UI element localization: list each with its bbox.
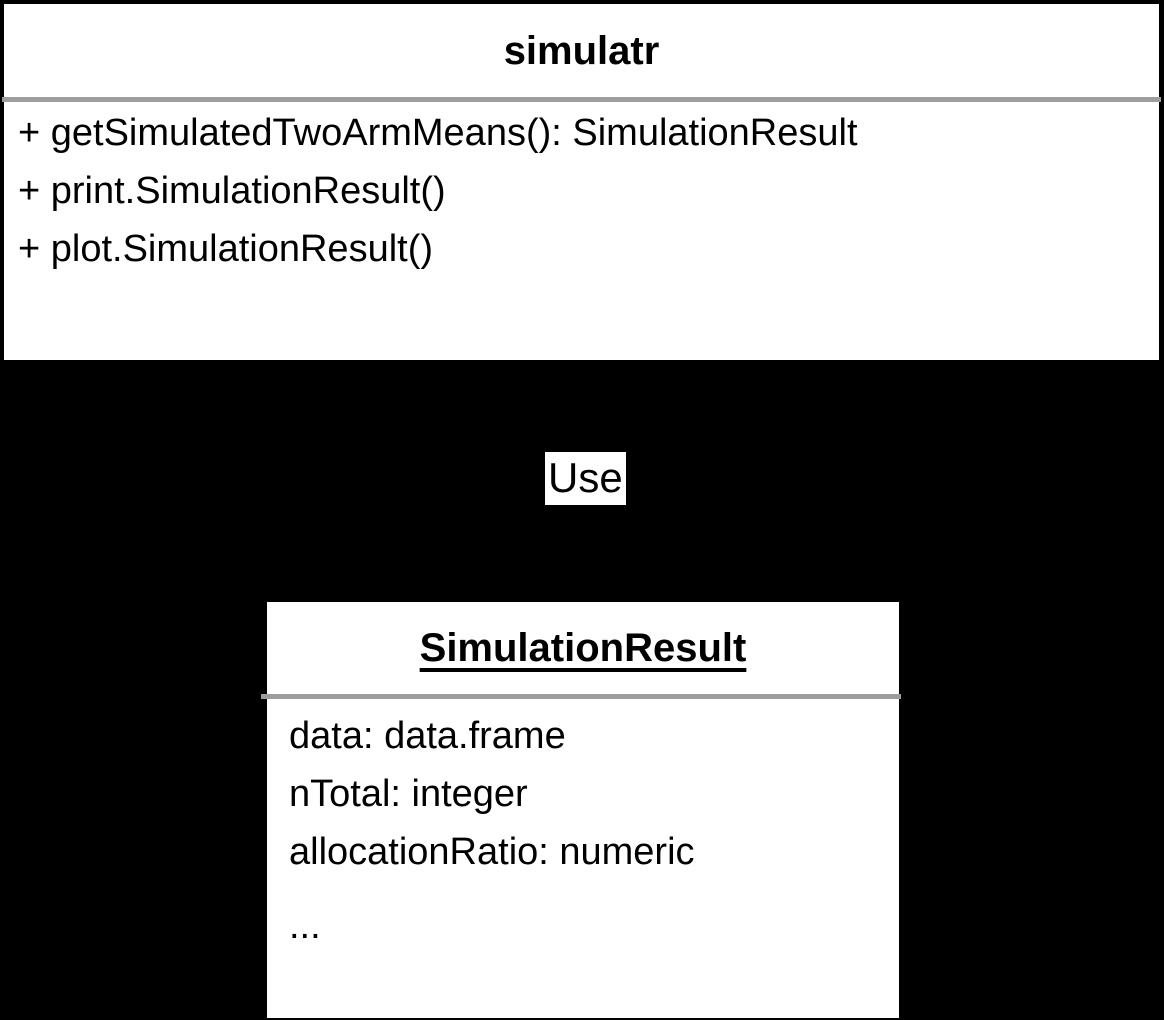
- class-header-simulatr: simulatr: [4, 4, 1159, 97]
- class-member-row: data: data.frame: [289, 715, 566, 757]
- association-label-use: Use: [545, 452, 626, 505]
- class-member-row: allocationRatio: numeric: [289, 831, 695, 873]
- class-title-simulation-result: SimulationResult: [419, 626, 747, 670]
- class-member-row: + print.SimulationResult(): [18, 170, 446, 212]
- class-box-simulation-result[interactable]: SimulationResult data: data.frame nTotal…: [261, 600, 901, 1020]
- class-divider-simulation-result: [261, 694, 901, 699]
- class-member-row-ellipsis: ...: [289, 905, 321, 947]
- class-divider-simulatr: [2, 97, 1161, 102]
- class-member-row: + getSimulatedTwoArmMeans(): SimulationR…: [18, 112, 858, 154]
- class-member-row: nTotal: integer: [289, 773, 528, 815]
- class-members-simulatr: + getSimulatedTwoArmMeans(): SimulationR…: [18, 114, 1151, 288]
- class-members-simulation-result: data: data.frame nTotal: integer allocat…: [289, 717, 891, 965]
- class-member-row: + plot.SimulationResult(): [18, 228, 434, 270]
- class-header-simulation-result: SimulationResult: [267, 602, 899, 694]
- class-title-simulatr: simulatr: [503, 28, 660, 73]
- class-box-simulatr[interactable]: simulatr + getSimulatedTwoArmMeans(): Si…: [2, 2, 1161, 362]
